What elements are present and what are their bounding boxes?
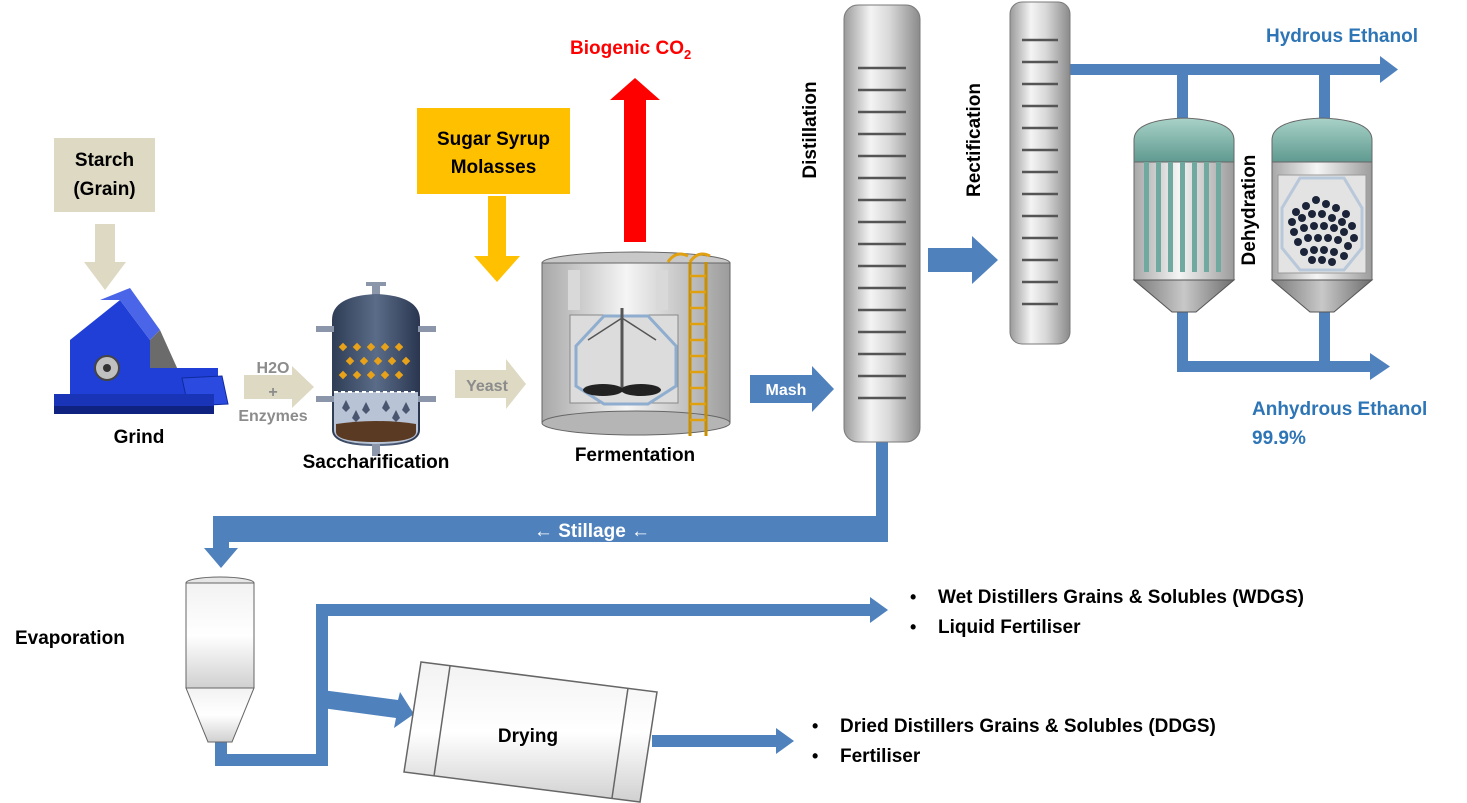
mash-arrow [750, 366, 834, 412]
stillage-horizontal-pipe [213, 516, 888, 542]
molecular-sieve-icon [1132, 117, 1374, 313]
wdgs-arrow-head [870, 597, 888, 623]
distill-to-rectify-arrow [928, 236, 998, 284]
starch-label-2: (Grain) [73, 179, 135, 200]
distillation-label: Distillation [800, 81, 821, 178]
sugar-label-1: Sugar Syrup [437, 129, 550, 150]
anhydrous-flow-line [1177, 361, 1372, 372]
sieve-beads [1288, 196, 1358, 266]
co2-label: Biogenic CO2 [570, 38, 691, 62]
rectification-label: Rectification [964, 83, 985, 197]
wdgs-flow-line [316, 604, 872, 616]
h2o-label: H2O [257, 360, 290, 377]
ddgs-item-1: Dried Distillers Grains & Solubles (DDGS… [840, 716, 1216, 737]
wdgs-bullet-2: • [910, 617, 916, 637]
hydrous-arrow-head [1380, 56, 1398, 83]
fermentation-tank-icon [541, 251, 731, 436]
flow-lines [204, 56, 1398, 766]
wdgs-riser-pipe [316, 604, 328, 766]
dryer-feed-arrow [322, 690, 414, 728]
ddgs-arrow-head [776, 728, 794, 754]
starch-box [54, 138, 155, 212]
evaporator-cyclone-icon [185, 576, 255, 743]
wdgs-item-1: Wet Distillers Grains & Solubles (WDGS) [938, 587, 1304, 608]
anhydrous-ethanol-label-2: 99.9% [1252, 428, 1306, 449]
starch-down-arrow [84, 224, 126, 290]
ddgs-bullet-1: • [812, 716, 818, 736]
hydrous-flow-line [1070, 64, 1382, 75]
ddgs-flow-line [652, 735, 778, 747]
saccharification-tank-icon [316, 282, 436, 456]
fermentation-label: Fermentation [575, 445, 695, 466]
evap-to-riser-pipe [215, 754, 328, 766]
enzymes-label: Enzymes [238, 408, 307, 425]
stillage-arrow-head [204, 548, 238, 568]
h2o-enzymes-arrow [244, 366, 314, 408]
anhydrous-pipe-1 [1177, 310, 1188, 372]
evaporation-label: Evaporation [15, 628, 125, 649]
stillage-label: ← Stillage ← [534, 521, 650, 542]
hammer-mill-icon [54, 288, 229, 414]
anhydrous-arrow-head [1370, 353, 1390, 380]
mash-label: Mash [766, 382, 807, 399]
rotary-dryer-icon [403, 661, 658, 803]
dehydration-top-pipe-1 [1177, 70, 1188, 122]
wdgs-bullet-1: • [910, 587, 916, 607]
hydrous-ethanol-label: Hydrous Ethanol [1266, 26, 1418, 47]
sugar-label-2: Molasses [451, 157, 537, 178]
yeast-arrow [455, 359, 526, 409]
anhydrous-ethanol-label-1: Anhydrous Ethanol [1252, 399, 1427, 420]
sugar-syrup-box [417, 108, 570, 194]
dehydration-top-pipe-2 [1319, 70, 1330, 122]
wdgs-item-2: Liquid Fertiliser [938, 617, 1081, 638]
rectification-column-icon [1009, 1, 1071, 345]
ddgs-item-2: Fertiliser [840, 746, 921, 767]
starch-label-1: Starch [75, 150, 134, 171]
grind-label: Grind [114, 427, 165, 448]
yeast-label: Yeast [466, 378, 508, 395]
distillation-column-icon [843, 4, 921, 443]
stillage-down-pipe [213, 516, 229, 552]
anhydrous-pipe-2 [1319, 310, 1330, 372]
co2-up-arrow [610, 78, 660, 242]
sugar-down-arrow [474, 196, 520, 282]
drying-label: Drying [498, 726, 558, 747]
ddgs-bullet-2: • [812, 746, 818, 766]
dehydration-label: Dehydration [1239, 155, 1260, 266]
saccharification-label: Saccharification [303, 452, 450, 473]
plus-label: + [268, 384, 277, 401]
